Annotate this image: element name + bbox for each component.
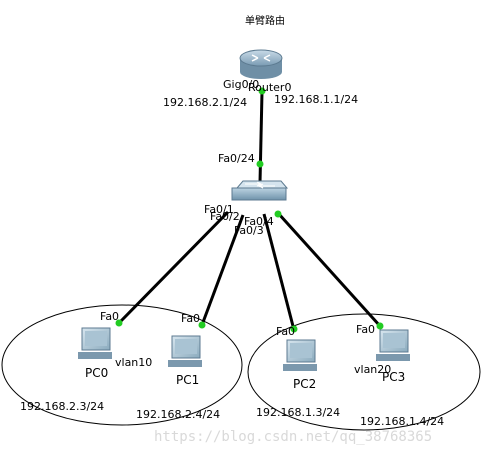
diagram-title: 单臂路由 [245, 14, 285, 27]
router-ip-left: 192.168.2.1/24 [163, 96, 247, 109]
port-dot [290, 325, 298, 333]
port-dot [198, 321, 206, 329]
vlan10-area [1, 304, 243, 426]
vlan20-area [247, 313, 481, 431]
pc3-ip: 192.168.1.4/24 [360, 415, 444, 428]
port-dot [274, 210, 282, 218]
link-switch-pc0 [117, 210, 230, 325]
vlan20-label: vlan20 [354, 363, 391, 376]
pc2-port: Fa0 [276, 325, 295, 338]
switch-uplink-label: Fa0/24 [218, 152, 255, 165]
link-switch-pc2 [262, 213, 296, 331]
watermark: https://blog.csdn.net/qq_38768365 [154, 429, 432, 445]
link-switch-pc1 [200, 214, 245, 326]
pc-icon[interactable] [376, 329, 410, 361]
pc-icon[interactable] [78, 327, 112, 359]
port-dot [376, 322, 384, 330]
pc1-port: Fa0 [181, 312, 200, 325]
pc0-name: PC0 [85, 366, 108, 380]
pc1-ip: 192.168.2.4/24 [136, 408, 220, 421]
pc0-ip: 192.168.2.3/24 [20, 400, 104, 413]
pc2-name: PC2 [293, 377, 316, 391]
router-name: Router0 [248, 81, 291, 94]
pc3-port: Fa0 [356, 323, 375, 336]
switch-port-fa04: Fa0/4 [244, 215, 274, 228]
pc-icon[interactable] [283, 339, 317, 371]
pc0-port: Fa0 [100, 310, 119, 323]
pc-icon[interactable] [168, 335, 202, 367]
link-switch-pc3 [276, 211, 382, 328]
vlan10-label: vlan10 [115, 356, 152, 369]
router-icon[interactable] [239, 49, 283, 79]
router-ip-right: 192.168.1.1/24 [274, 93, 358, 106]
switch-port-fa02: Fa0/2 [210, 210, 240, 223]
link-router-switch [258, 91, 264, 184]
port-dot [258, 87, 266, 95]
pc3-name: PC3 [382, 370, 405, 384]
switch-icon[interactable] [231, 180, 289, 201]
port-indicators [115, 87, 384, 333]
router-port-label: Gig0/0 [223, 78, 259, 91]
pc2-ip: 192.168.1.3/24 [256, 406, 340, 419]
pc1-name: PC1 [176, 373, 199, 387]
port-dot [115, 319, 123, 327]
switch-port-fa01: Fa0/1 [204, 203, 234, 216]
links [117, 91, 382, 331]
switch-port-fa03: Fa0/3 [234, 224, 264, 237]
port-dot [256, 160, 264, 168]
